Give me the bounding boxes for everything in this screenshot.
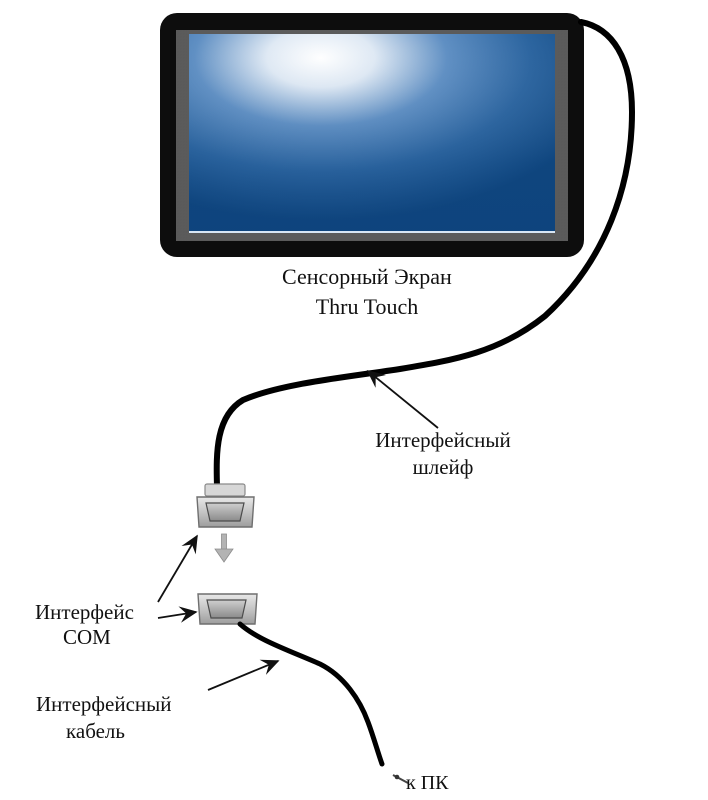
com-pointer-arrow-bottom — [157, 606, 198, 623]
interface-cable — [237, 621, 385, 767]
ribbon-pointer-arrow — [366, 369, 439, 429]
move-arrow-head — [214, 548, 234, 563]
com-label-line-2: COM — [63, 625, 111, 649]
pc-plug-end — [394, 774, 400, 780]
db9-connector-icon — [196, 483, 255, 528]
cable-pointer-arrow — [207, 659, 280, 691]
screen-title-line-2: Thru Touch — [315, 294, 419, 319]
display-edge-left — [176, 30, 187, 241]
display-shade — [189, 34, 555, 232]
interface-ribbon-cable — [213, 19, 636, 489]
cable-label-line-2: кабель — [66, 719, 125, 743]
move-arrow-shaft — [221, 533, 227, 552]
connector-strain-relief-top — [204, 483, 246, 497]
cable-label-line-1: Интерфейсный — [36, 692, 172, 716]
ribbon-label-line-2: шлейф — [412, 455, 474, 479]
pc-plug — [392, 774, 409, 784]
connector-bottom-port — [206, 599, 247, 619]
screen-title-line-1: Сенсорный Экран — [282, 264, 452, 289]
com-pointer-arrow-top — [157, 534, 198, 603]
display-edge-right — [557, 30, 568, 241]
com-port-connector — [197, 593, 258, 625]
down-arrow-icon — [214, 533, 234, 563]
com-label-line-1: Интерфейс — [35, 600, 134, 624]
connector-top-port — [205, 502, 245, 522]
touchscreen-display — [160, 13, 584, 257]
pc-label: к ПК — [406, 772, 449, 794]
ribbon-label-line-1: Интерфейсный — [375, 428, 511, 452]
